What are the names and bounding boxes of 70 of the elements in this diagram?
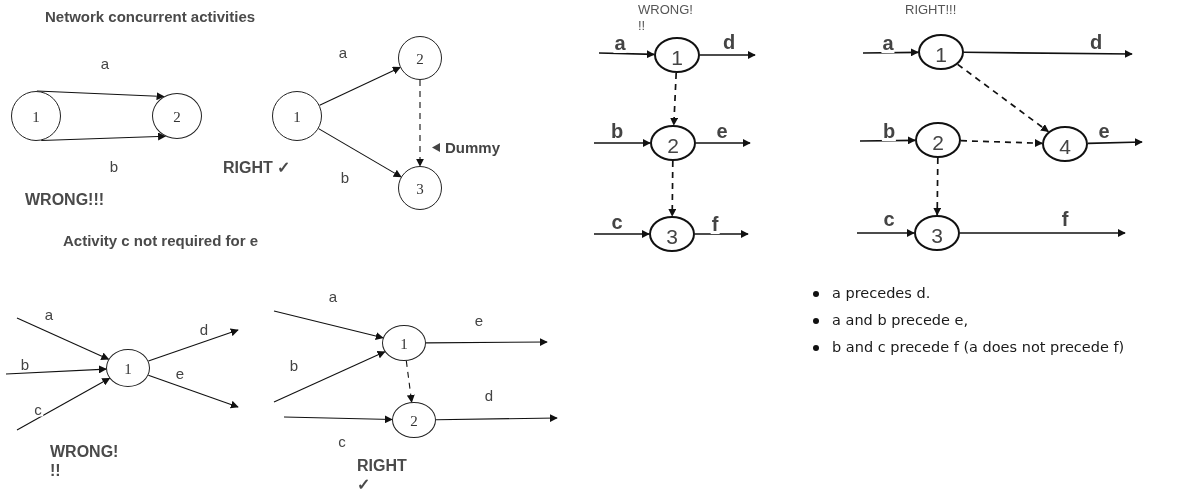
heading: Activity c not required for e bbox=[63, 232, 259, 250]
activity-arrow bbox=[963, 49, 1133, 58]
activity-arrow bbox=[435, 414, 558, 423]
activity-arrow bbox=[862, 48, 919, 57]
edge-label: d bbox=[198, 321, 210, 337]
verdict-label: RIGHT!!! bbox=[905, 2, 957, 18]
dummy-arrow bbox=[416, 79, 424, 167]
edge-label: b bbox=[339, 169, 351, 185]
event-node: 2 bbox=[398, 36, 442, 80]
event-node: 2 bbox=[915, 122, 961, 158]
activity-arrow bbox=[598, 50, 655, 59]
edge-label: b bbox=[881, 121, 897, 141]
activity-arrow bbox=[694, 230, 749, 238]
dummy-arrow bbox=[668, 160, 677, 217]
activity-arrow bbox=[318, 128, 402, 178]
activity-arrow bbox=[273, 310, 384, 340]
dummy-arrow bbox=[670, 72, 679, 126]
verdict-label: RIGHT ✓ bbox=[357, 456, 408, 495]
activity-arrow bbox=[319, 66, 401, 106]
edge-label: b bbox=[19, 356, 31, 372]
edge-label: b bbox=[609, 121, 625, 141]
event-node: 1 bbox=[654, 37, 700, 73]
activity-arrow bbox=[425, 338, 548, 347]
dummy-arrow bbox=[405, 360, 415, 403]
edge-label: f bbox=[710, 214, 720, 234]
activity-arrow bbox=[283, 415, 393, 424]
edge-label: b bbox=[288, 357, 300, 373]
event-node: 4 bbox=[1042, 126, 1088, 162]
activity-arrow bbox=[959, 229, 1126, 237]
verdict-label: WRONG! !! bbox=[50, 442, 116, 481]
activity-arrow bbox=[147, 328, 239, 362]
activity-arrow bbox=[859, 136, 916, 145]
event-node: 1 bbox=[272, 91, 322, 141]
activity-arrow bbox=[695, 139, 751, 147]
edge-label: f bbox=[1060, 209, 1070, 229]
activity-arrow bbox=[1087, 138, 1143, 147]
activity-arrow bbox=[5, 365, 107, 375]
event-node: 2 bbox=[650, 125, 696, 161]
bullet-text: b and c precede f (a does not precede f) bbox=[832, 339, 1125, 357]
activity-arrow bbox=[16, 377, 111, 431]
edge-label: Dummy bbox=[445, 140, 500, 155]
dummy-arrow bbox=[956, 63, 1050, 133]
event-node: 3 bbox=[914, 215, 960, 251]
verdict-label: WRONG!!! bbox=[25, 190, 105, 210]
event-node: 1 bbox=[918, 34, 964, 70]
activity-arrow bbox=[856, 229, 915, 237]
dummy-arrow bbox=[960, 139, 1043, 148]
activity-arrow bbox=[273, 351, 386, 403]
event-node: 3 bbox=[649, 216, 695, 252]
activity-arrow bbox=[593, 139, 651, 147]
event-node: 2 bbox=[152, 93, 202, 139]
event-node: 1 bbox=[382, 325, 426, 361]
bullet-text: a precedes d. bbox=[832, 285, 931, 303]
edge-label: b bbox=[108, 158, 120, 174]
event-node: 3 bbox=[398, 166, 442, 210]
activity-arrow bbox=[593, 230, 650, 238]
edge-label: d bbox=[483, 387, 495, 403]
heading: Network concurrent activities bbox=[45, 8, 256, 26]
verdict-label: RIGHT ✓ bbox=[223, 158, 291, 178]
activity-arrow bbox=[699, 51, 756, 59]
activity-arrow bbox=[16, 317, 110, 360]
verdict-label: WRONG! !! bbox=[638, 2, 690, 34]
bullet-text: a and b precede e, bbox=[832, 312, 969, 330]
event-node: 1 bbox=[11, 91, 61, 141]
edge-label: d bbox=[721, 32, 737, 52]
event-node: 1 bbox=[106, 349, 150, 387]
dummy-arrow bbox=[933, 157, 942, 216]
edge-label: d bbox=[1088, 32, 1104, 52]
event-node: 2 bbox=[392, 402, 436, 438]
activity-arrow bbox=[147, 374, 239, 409]
